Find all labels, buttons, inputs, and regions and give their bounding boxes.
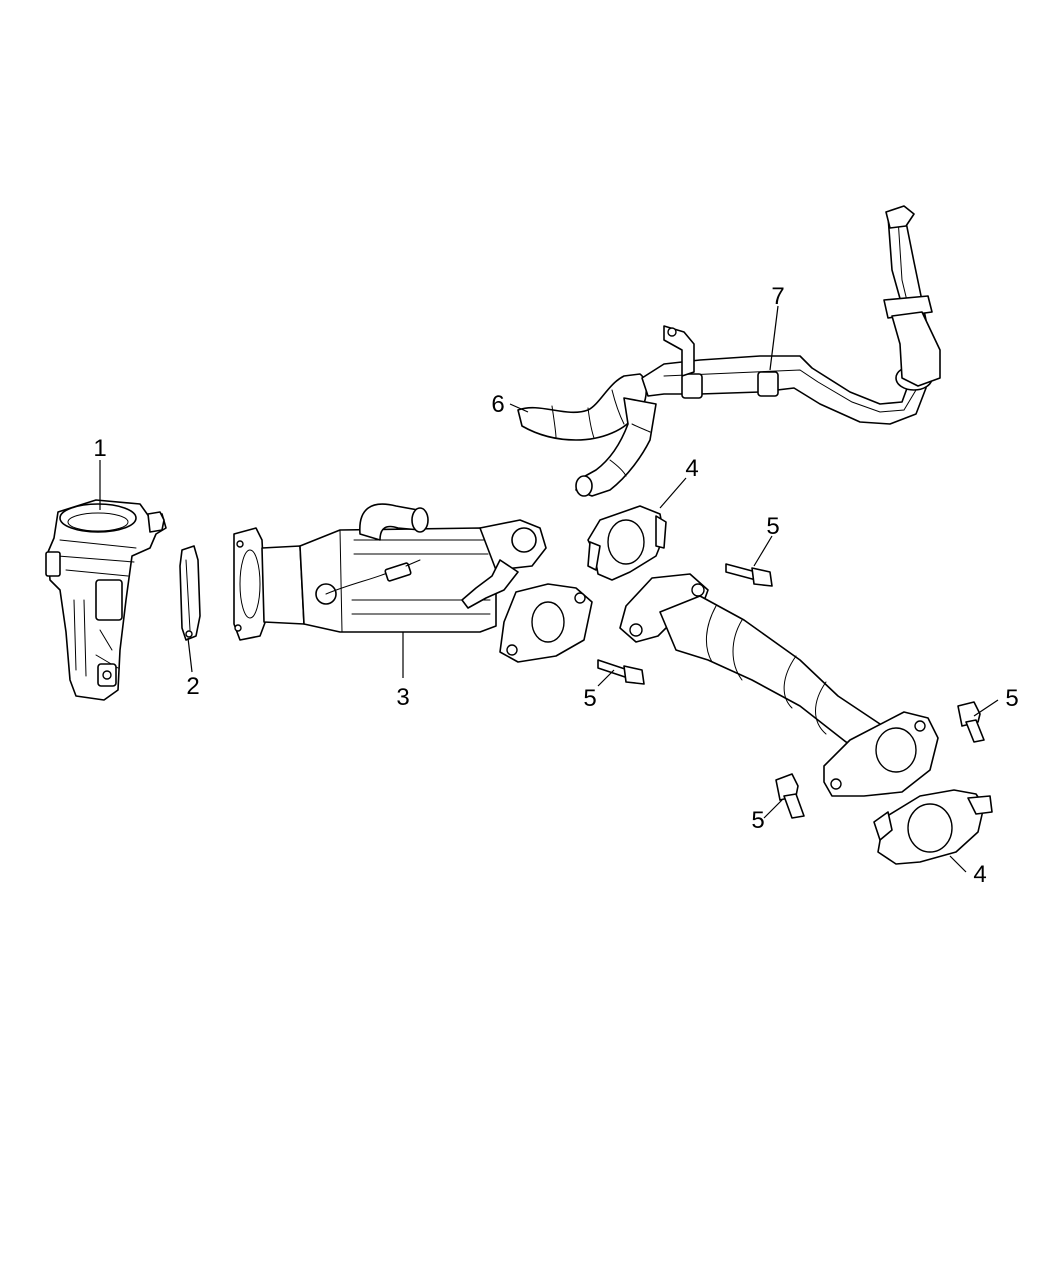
callout-5-c: 5 [1005, 685, 1018, 712]
callout-3: 3 [396, 684, 409, 711]
part-coolant-hose [517, 373, 657, 497]
leader-2 [187, 637, 193, 673]
callout-4-lower: 4 [973, 861, 986, 888]
callout-5-d: 5 [751, 807, 764, 834]
callout-4-upper: 4 [685, 455, 698, 482]
part-bolt-c [957, 701, 985, 743]
leader-lines [99, 305, 999, 873]
leader-5d [763, 799, 783, 819]
part-egr-tube [619, 573, 939, 797]
leader-6 [509, 403, 529, 413]
callout-5-a: 5 [766, 513, 779, 540]
leader-5b [597, 669, 615, 687]
callout-7: 7 [771, 283, 784, 310]
part-gasket-2 [179, 545, 201, 641]
callout-1: 1 [93, 435, 106, 462]
leader-5c [973, 699, 999, 717]
part-gasket-4-upper [587, 505, 667, 581]
callout-5-b: 5 [583, 685, 596, 712]
part-bolt-d [775, 773, 805, 819]
callouts: 1 2 3 4 4 5 5 5 5 6 7 [93, 283, 1018, 888]
callout-2: 2 [186, 673, 199, 700]
part-coolant-tube [641, 205, 941, 425]
leader-4b [949, 855, 967, 873]
leader-4a [659, 477, 687, 509]
part-egr-valve [45, 499, 167, 701]
leader-7 [769, 305, 779, 371]
callout-6: 6 [491, 391, 504, 418]
leader-5a [753, 535, 773, 567]
part-bolt-b [597, 659, 645, 685]
part-bolt-a [725, 563, 773, 587]
part-egr-cooler [233, 503, 593, 663]
part-gasket-4-lower [873, 789, 993, 865]
